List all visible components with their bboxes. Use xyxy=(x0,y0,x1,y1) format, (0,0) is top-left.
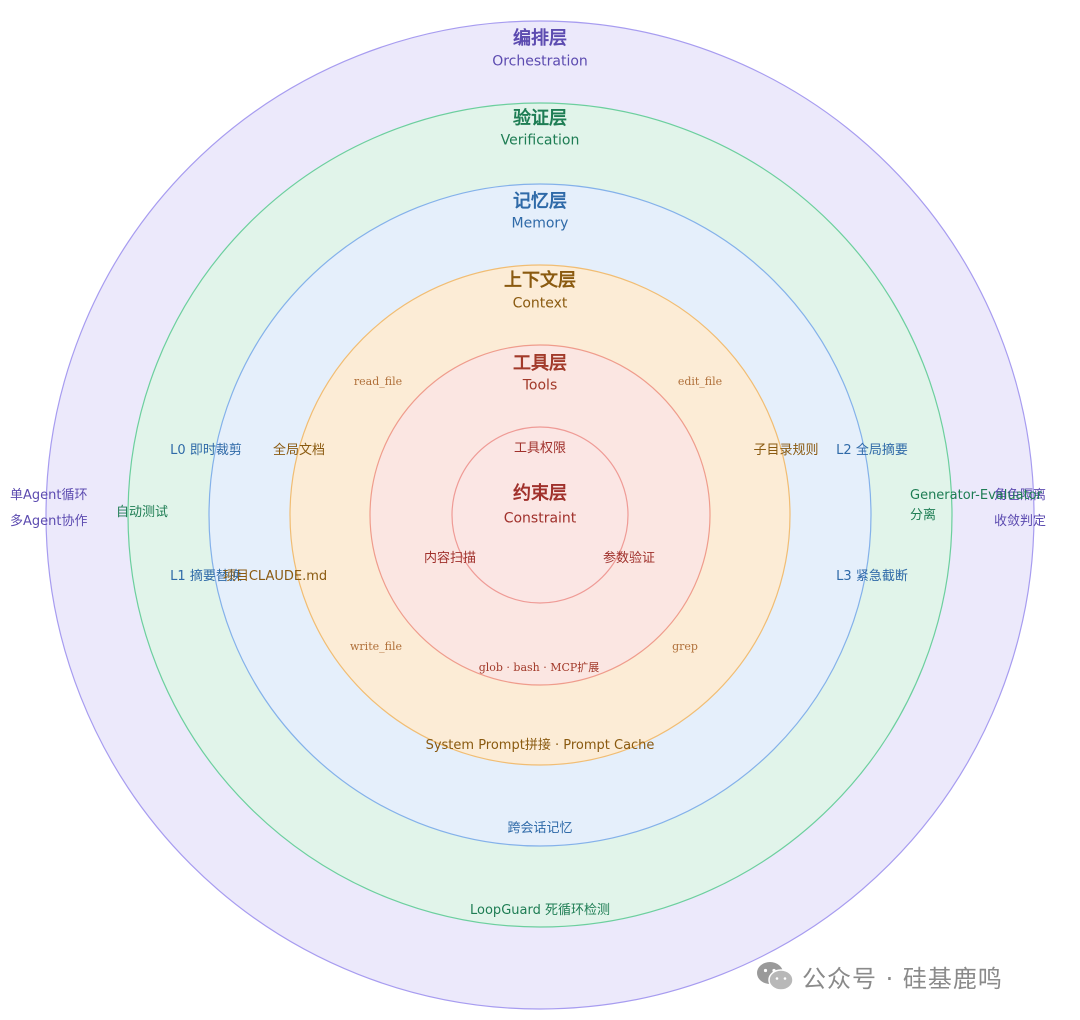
watermark-text: 公众号 · 硅基鹿鸣 xyxy=(802,964,1003,993)
tools-label-grep: grep xyxy=(672,639,698,653)
constraint-subtitle: Constraint xyxy=(503,510,577,527)
constraint-label-param-validation: 参数验证 xyxy=(602,550,656,566)
memory-label-l1: L1 摘要替换 xyxy=(170,568,242,584)
memory-label-l2: L2 全局摘要 xyxy=(836,442,908,458)
context-label-system-prompt: System Prompt拼接 · Prompt Cache xyxy=(425,737,655,753)
context-label-global-docs: 全局文档 xyxy=(272,442,326,458)
memory-label-l3: L3 紧急截断 xyxy=(836,568,908,584)
verification-label-generator-evaluator: Generator-Evaluator xyxy=(910,487,1042,503)
wechat-logo-icon xyxy=(757,962,794,991)
verification-label-auto-test: 自动测试 xyxy=(115,504,169,520)
memory-label-cross-session: 跨会话记忆 xyxy=(507,820,573,836)
orchestration-subtitle: Orchestration xyxy=(492,53,588,70)
verification-label-separation: 分离 xyxy=(910,507,937,523)
orchestration-label-convergence: 收敛判定 xyxy=(993,513,1046,529)
tools-label-glob-bash-mcp: glob · bash · MCP扩展 xyxy=(478,660,600,674)
tools-label-read-file: read_file xyxy=(353,374,403,388)
context-title: 上下文层 xyxy=(504,270,576,292)
tools-subtitle: Tools xyxy=(522,377,558,394)
memory-label-l0: L0 即时裁剪 xyxy=(170,442,242,458)
orchestration-label-multi-agent: 多Agent协作 xyxy=(10,513,88,529)
constraint-label-content-scan: 内容扫描 xyxy=(423,550,477,566)
verification-label-loopguard: LoopGuard 死循环检测 xyxy=(470,902,610,918)
verification-title: 验证层 xyxy=(513,108,567,130)
memory-title: 记忆层 xyxy=(513,191,567,213)
verification-subtitle: Verification xyxy=(500,132,580,149)
watermark: 公众号 · 硅基鹿鸣 xyxy=(756,958,1003,994)
memory-subtitle: Memory xyxy=(511,215,569,232)
orchestration-label-role-isolation: 角色隔离 xyxy=(993,487,1046,503)
constraint-title: 约束层 xyxy=(513,483,567,505)
orchestration-title: 编排层 xyxy=(513,28,567,50)
constraint-ring xyxy=(451,426,629,604)
tools-label-write-file: write_file xyxy=(350,639,402,653)
tools-label-edit-file: edit_file xyxy=(677,374,723,388)
context-label-project-claude-md: 项目CLAUDE.md xyxy=(222,568,328,584)
tools-title: 工具层 xyxy=(513,353,567,375)
orchestration-label-single-agent: 单Agent循环 xyxy=(10,487,88,503)
context-label-subdir-rules: 子目录规则 xyxy=(753,442,819,458)
constraint-label-tool-permission: 工具权限 xyxy=(513,440,567,456)
context-subtitle: Context xyxy=(512,295,568,312)
